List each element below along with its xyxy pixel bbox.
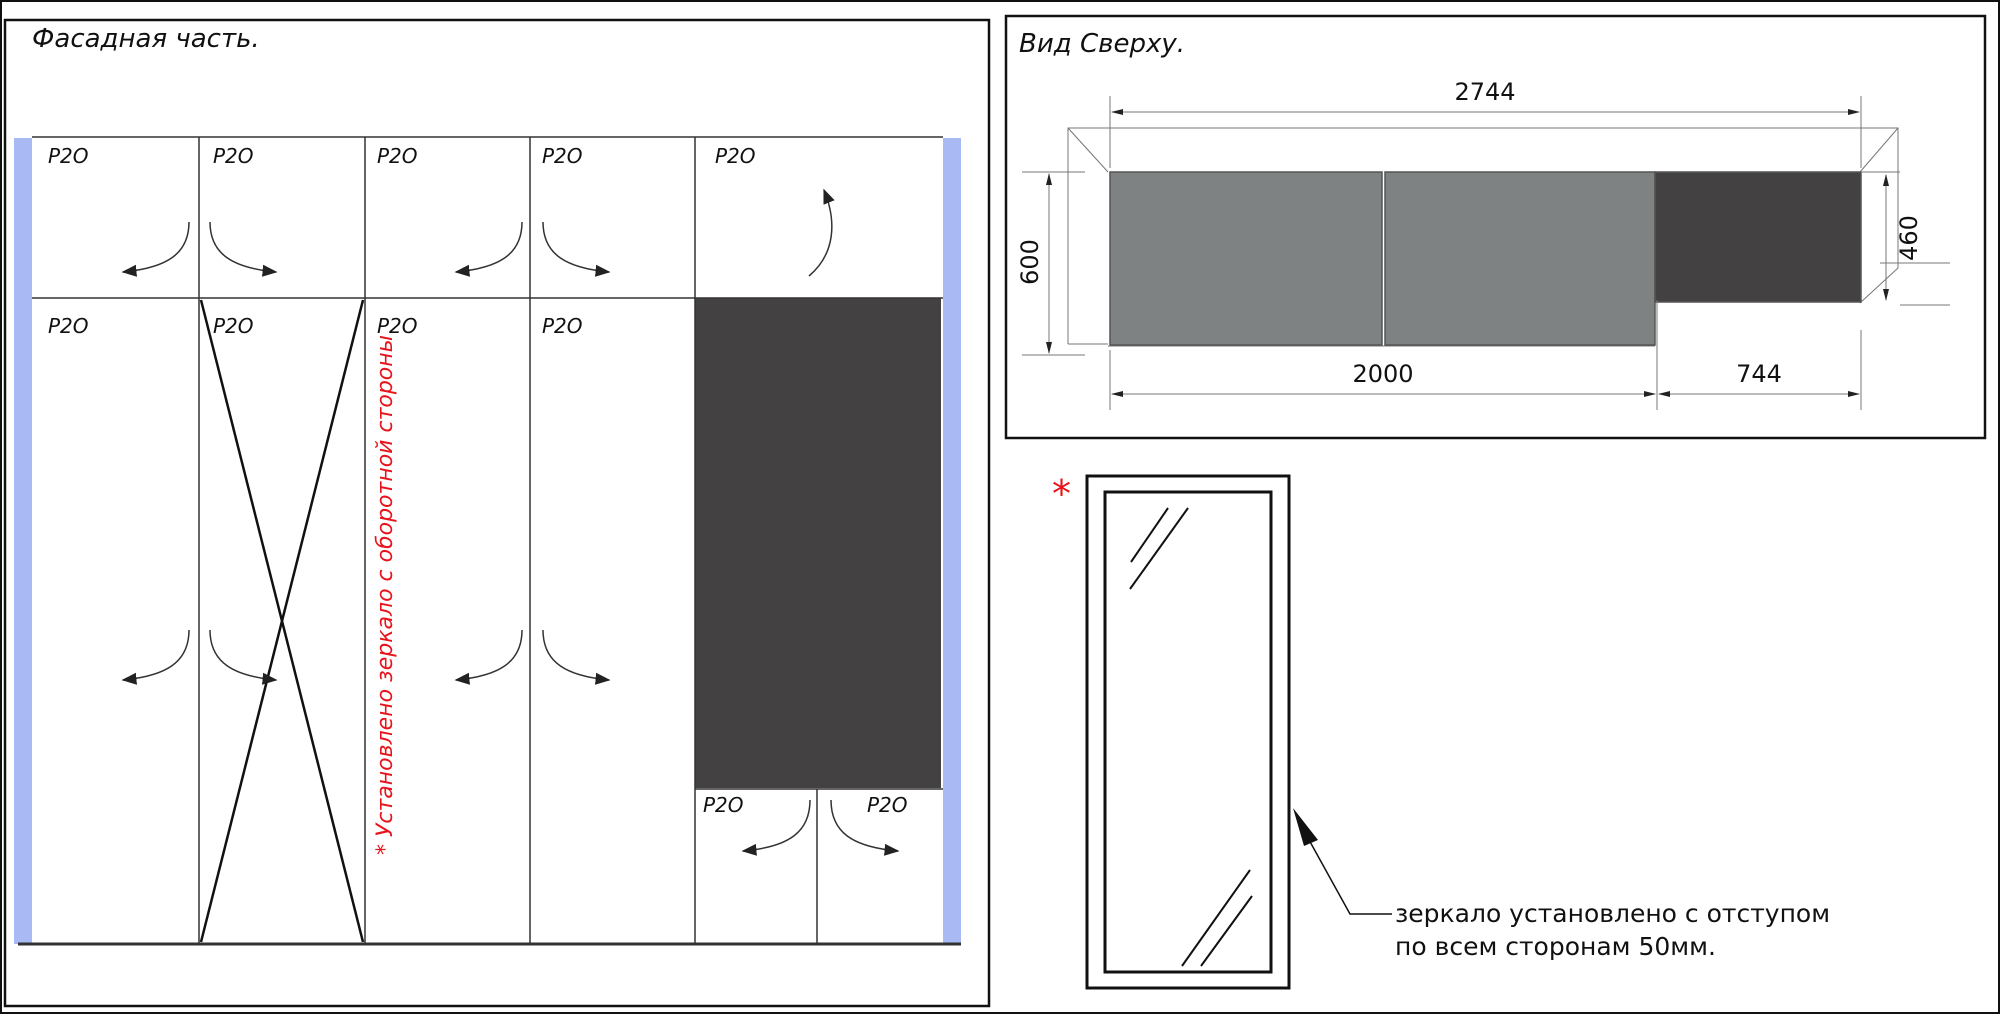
label-mid-1: Р2О [48, 314, 89, 338]
dark-panel [695, 298, 941, 788]
mirror-reflection-marks [1129, 507, 1253, 967]
dim-460-line [1862, 171, 1950, 306]
dim-total: 2744 [1454, 78, 1515, 106]
facade-title: Фасадная часть. [32, 24, 260, 54]
mirror-glass [1103, 490, 1273, 974]
dim-2744-line [1109, 96, 1862, 168]
top-view-outline [1067, 127, 1899, 347]
label-mid-2: Р2О [213, 314, 254, 338]
left-side-panel [14, 138, 32, 944]
dim-right-depth: 460 [1895, 215, 1923, 261]
label-top-4: Р2О [542, 144, 583, 168]
top-view-frame [1004, 14, 1987, 440]
mirror-asterisk: * [1052, 472, 1071, 516]
mirror-back-note: * Установлено зеркало с оборотной сторон… [373, 335, 398, 855]
mirror-leader [1293, 808, 1392, 915]
facade-grid [18, 136, 961, 946]
opening-arrows [121, 188, 900, 856]
label-mid-4: Р2О [542, 314, 583, 338]
top-view-title: Вид Сверху. [1019, 29, 1185, 59]
dim-bottom-lines [1109, 300, 1862, 410]
mirror-note-line1: зеркало установлено с отступом [1395, 899, 1830, 928]
label-mid-3: Р2О [377, 314, 418, 338]
dim-right: 744 [1736, 360, 1782, 388]
glass-panel-1 [1109, 171, 1383, 346]
dim-depth: 600 [1016, 239, 1044, 285]
label-bottom-2: Р2О [867, 793, 908, 817]
dim-600-line [1022, 171, 1085, 356]
mirror-frame [1085, 474, 1291, 990]
dark-block [1654, 171, 1862, 303]
label-top-5: Р2О [715, 144, 756, 168]
label-top-2: Р2О [213, 144, 254, 168]
glass-panel-2 [1384, 171, 1656, 346]
dim-main: 2000 [1352, 360, 1413, 388]
label-top-3: Р2О [377, 144, 418, 168]
label-bottom-1: Р2О [703, 793, 744, 817]
right-side-panel [943, 138, 961, 944]
mirror-note-line2: по всем сторонам 50мм. [1395, 932, 1716, 961]
facade-frame [3, 18, 991, 1008]
label-top-1: Р2О [48, 144, 89, 168]
